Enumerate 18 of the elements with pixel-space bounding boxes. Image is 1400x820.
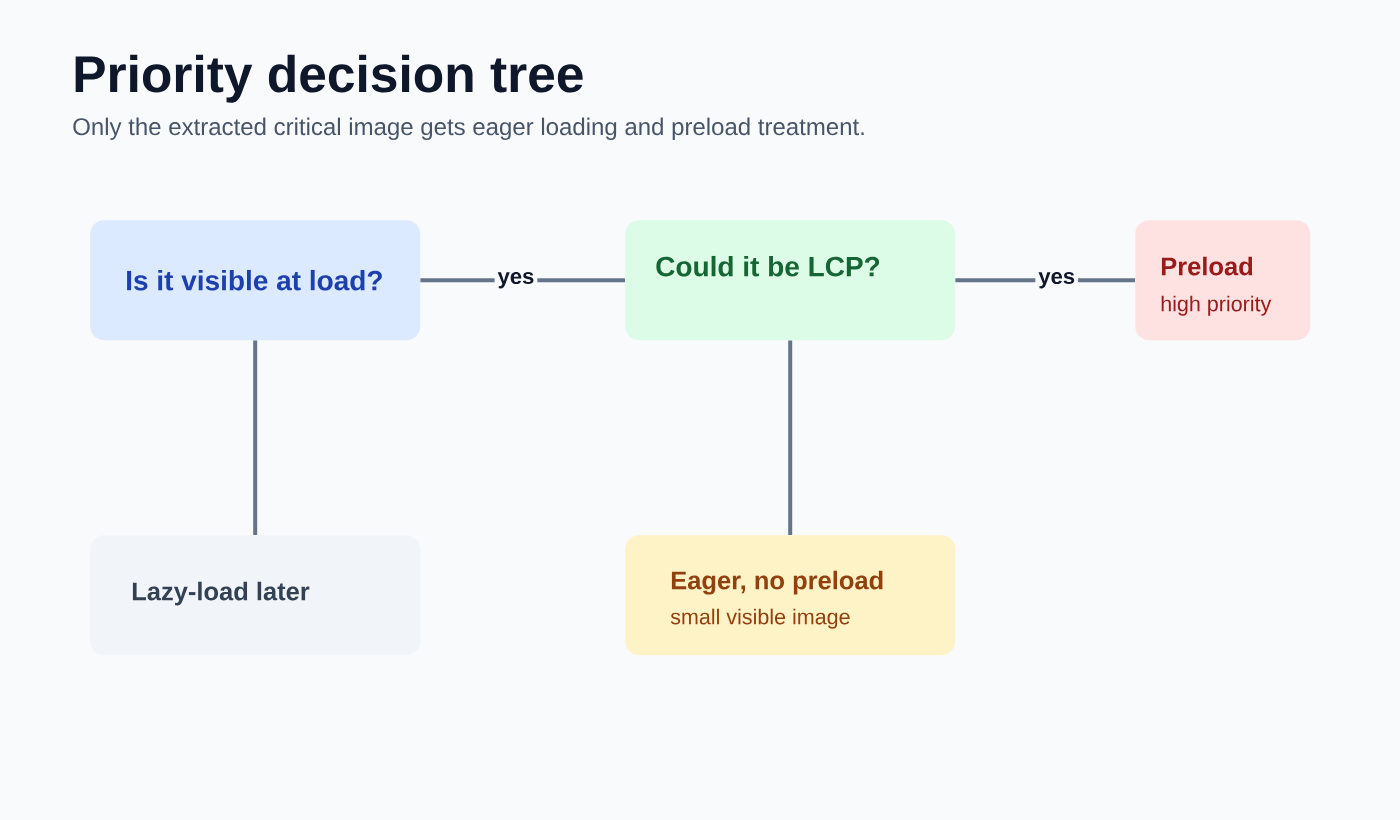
subtitle: Only the extracted critical image gets eager loading and preload treatment. (73, 117, 864, 140)
outcome-note: small visible image (670, 608, 850, 629)
question-box (625, 220, 956, 341)
outcome-note: high priority (1161, 295, 1272, 316)
title: Priority decision tree (75, 54, 583, 103)
question-box (90, 220, 421, 341)
edge-label: yes (1035, 269, 1079, 292)
outcome-title: Eager, no preload (671, 570, 883, 595)
outcome-box (1135, 220, 1311, 341)
question-text: Is it visible at load? (127, 269, 382, 291)
question-text: Could it be LCP? (656, 255, 880, 277)
outcome-box (90, 535, 421, 656)
connector-line (788, 340, 793, 535)
edge-label: yes (494, 269, 538, 292)
outcome-title: Lazy-load later (132, 581, 310, 606)
outcome-title: Preload (1161, 256, 1253, 276)
outcome-box (625, 535, 956, 656)
connector-line (253, 340, 258, 535)
